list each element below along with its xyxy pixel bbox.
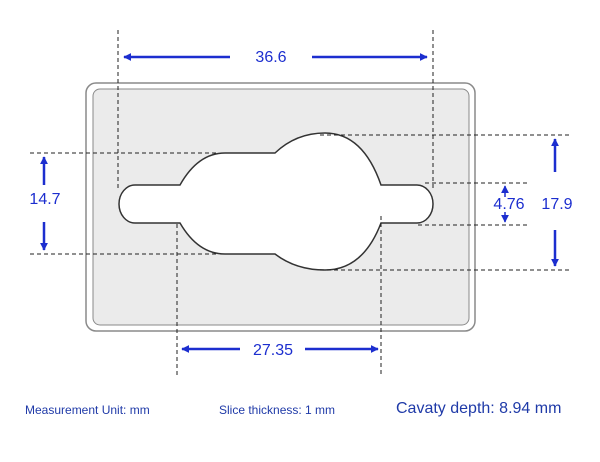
cavity-outline: [118, 132, 434, 271]
dim-label-top-width: 36.6: [255, 49, 286, 66]
cavity-depth-note: Cavaty depth: 8.94 mm: [396, 400, 562, 417]
measurement-unit-note: Measurement Unit: mm: [25, 403, 150, 417]
dimension-arrows: [40, 53, 559, 353]
dim-label-right-inner-height: 4.76: [493, 196, 524, 213]
slice-thickness-note: Slice thickness: 1 mm: [219, 403, 336, 417]
extension-lines: [30, 30, 572, 375]
dim-label-left-height: 14.7: [29, 191, 60, 208]
dim-label-bottom-width: 27.35: [253, 342, 293, 359]
dim-label-right-outer-height: 17.9: [541, 196, 572, 213]
